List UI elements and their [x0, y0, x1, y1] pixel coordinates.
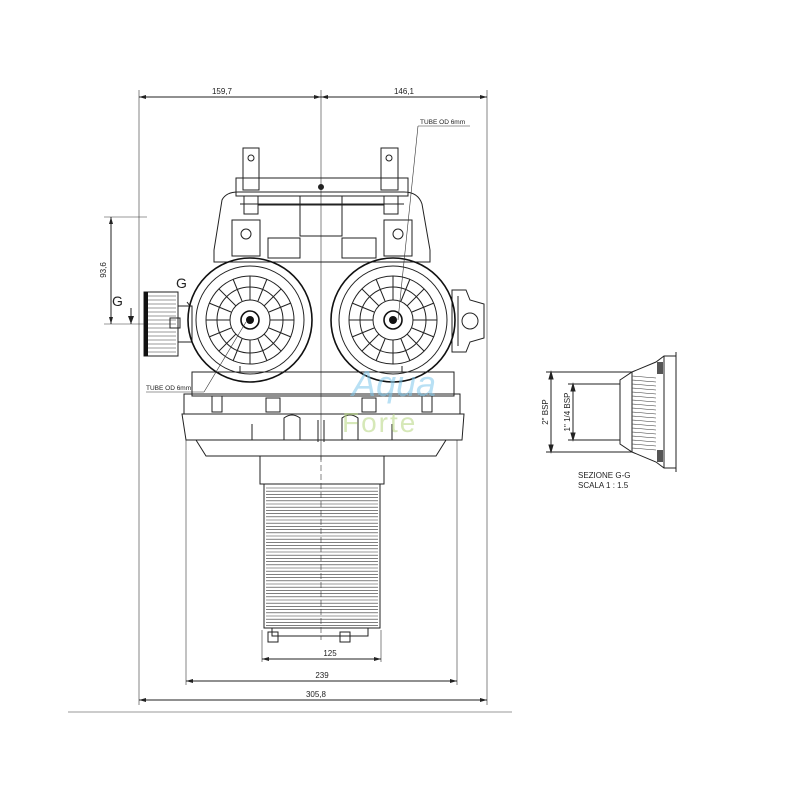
tube-label-top: TUBE OD 6mm [420, 119, 465, 126]
pump-housing-upper [213, 191, 431, 263]
pump-body-lower [181, 366, 465, 457]
motor-left [187, 257, 313, 383]
dim-overall-width: 305,8 [306, 690, 327, 699]
dim-filter-width: 125 [323, 649, 337, 658]
tube-leaders [146, 125, 470, 393]
thread-inner-label: 1" 1/4 BSP [563, 393, 572, 432]
section-title: SEZIONE G-G [578, 471, 630, 480]
section-scale: SCALA 1 : 1.5 [578, 481, 629, 490]
section-mark-left: G [112, 293, 123, 309]
right-fitting [451, 289, 485, 353]
dim-top-right: 146,1 [394, 87, 415, 96]
dim-top-left: 159,7 [212, 87, 233, 96]
watermark-line1: Aqua [350, 363, 436, 404]
motor-right [330, 257, 456, 383]
watermark-line2: Forte [342, 407, 417, 438]
section-mark-top: G [176, 275, 187, 291]
dim-left-height: 93,6 [99, 262, 108, 278]
dim-body-width: 239 [315, 671, 329, 680]
tube-label-bottom: TUBE OD 6mm [146, 385, 191, 392]
thread-outer-label: 2" BSP [541, 399, 550, 425]
mounting-brackets [235, 147, 409, 237]
dimension-lines [68, 90, 512, 713]
section-gg-detail [546, 352, 677, 472]
filter-cartridge [259, 455, 385, 643]
left-fitting [143, 291, 193, 357]
